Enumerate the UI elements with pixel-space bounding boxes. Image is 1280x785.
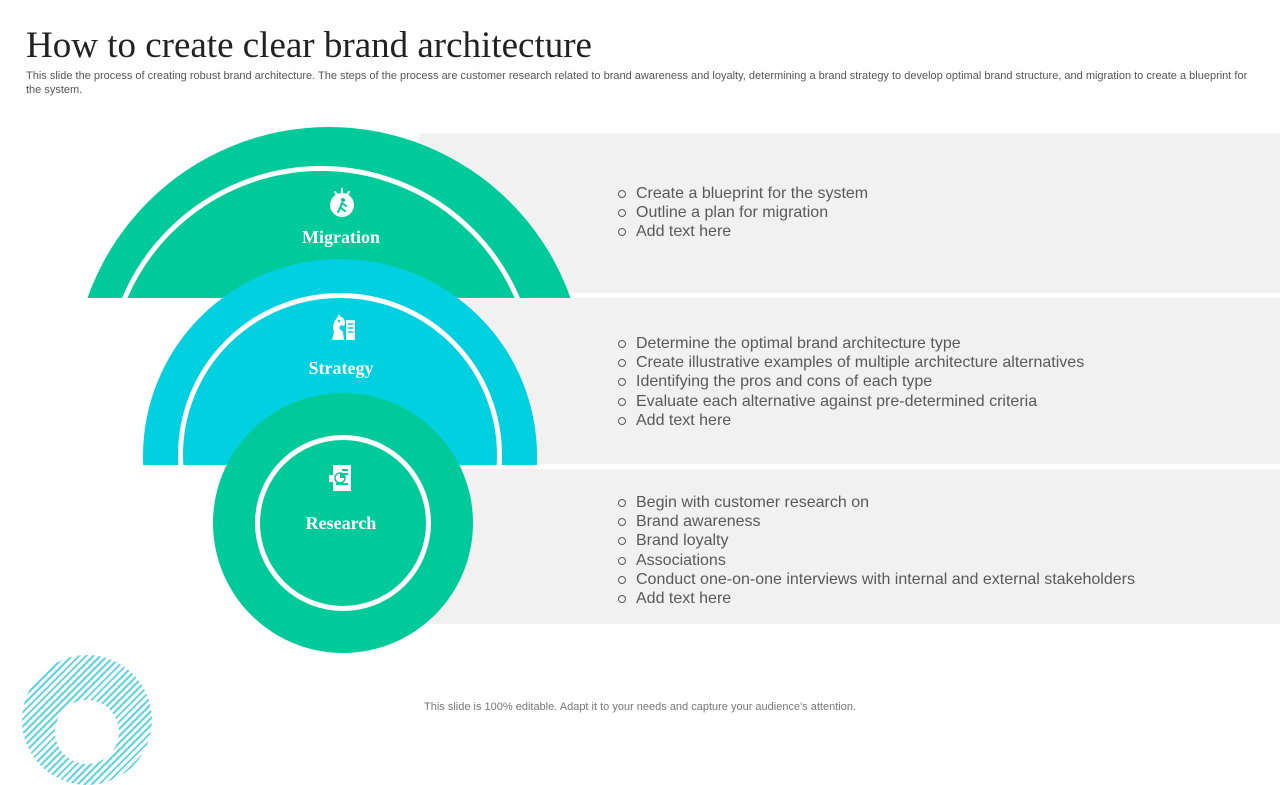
list-item: Add text here: [616, 222, 868, 241]
list-item: Add text here: [616, 589, 1135, 608]
migration-label: Migration: [302, 227, 380, 247]
strategy-list: Determine the optimal brand architecture…: [616, 334, 1084, 430]
list-item: Create a blueprint for the system: [616, 184, 868, 203]
research-label: Research: [305, 513, 377, 533]
chess-knight-icon: [332, 314, 355, 340]
migration-list: Create a blueprint for the system Outlin…: [616, 184, 868, 242]
list-item: Create illustrative examples of multiple…: [616, 353, 1084, 372]
list-item: Identifying the pros and cons of each ty…: [616, 372, 1084, 391]
strategy-panel: [420, 298, 1280, 464]
research-report-icon: [329, 465, 351, 491]
list-item: Conduct one-on-one interviews with inter…: [616, 570, 1135, 589]
footer-note: This slide is 100% editable. Adapt it to…: [424, 701, 856, 713]
research-ring: [255, 435, 431, 611]
migration-panel: [420, 133, 1280, 293]
page-title: How to create clear brand architecture: [26, 25, 592, 66]
list-item: Begin with customer research on: [616, 493, 1135, 512]
list-item: Evaluate each alternative against pre-de…: [616, 392, 1084, 411]
list-item: Brand loyalty: [616, 531, 1135, 550]
strategy-label: Strategy: [308, 358, 374, 378]
list-item: Determine the optimal brand architecture…: [616, 334, 1084, 353]
list-item: Associations: [616, 551, 1135, 570]
migration-person-icon: [330, 188, 354, 217]
list-item: Brand awareness: [616, 512, 1135, 531]
research-panel: [420, 469, 1280, 624]
list-item: Add text here: [616, 411, 1084, 430]
list-item: Outline a plan for migration: [616, 203, 868, 222]
page-subtitle: This slide the process of creating robus…: [26, 70, 1248, 96]
research-list: Begin with customer research on Brand aw…: [616, 493, 1135, 608]
